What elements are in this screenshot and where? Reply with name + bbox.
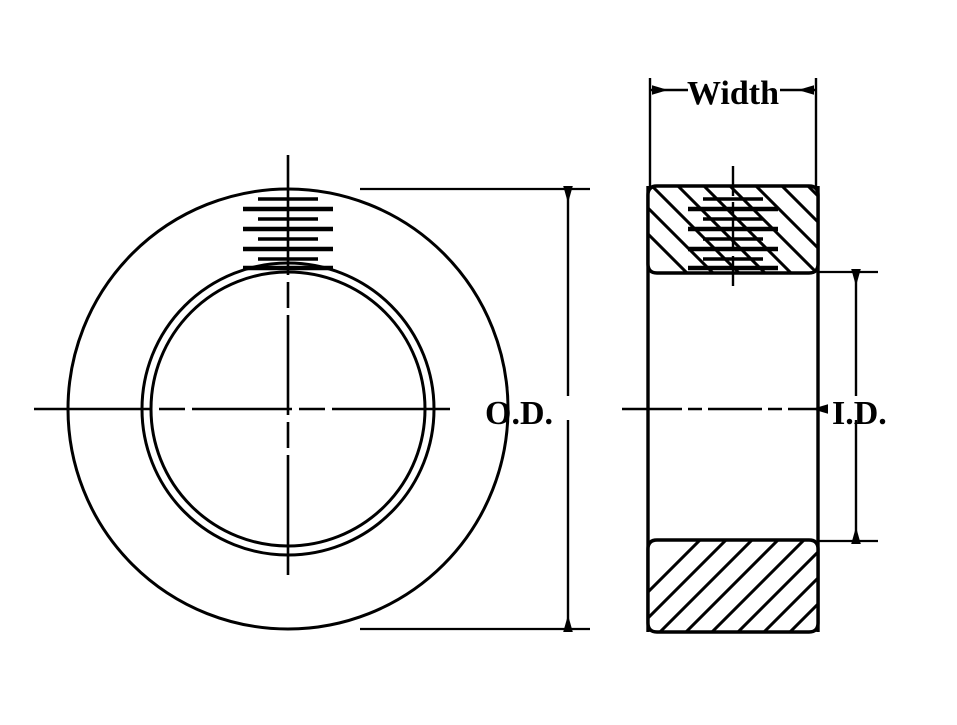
od-label: O.D. [485,395,553,432]
bore-outer-circle [140,261,436,557]
set-screw-thread-section [688,197,778,271]
id-arrowhead-top [851,269,861,286]
width-label: Width [687,75,779,112]
hatch-line [648,540,742,632]
width-arrowhead-right [798,85,814,95]
width-arrowhead-left [652,85,668,95]
hatch-line [648,186,736,273]
section-view [622,166,836,634]
hatch-line [728,186,818,273]
bore-inner-circle [149,270,427,548]
dimension-inside-diameter: I.D. [812,269,887,544]
hatch-line [702,186,818,273]
hatch-line [648,540,768,632]
hatch-line [656,540,818,632]
section-hatching-bottom [648,540,818,632]
id-arrowhead-bottom [851,527,861,544]
hatch-line [734,540,818,632]
front-view [34,155,537,668]
hatch-line [708,540,818,632]
hatch-line [648,186,762,273]
hatch-line [754,186,818,273]
hatch-line [780,186,818,273]
od-arrowhead-bottom [563,615,573,632]
section-block-bottom [646,538,820,634]
id-leader-arrowhead [812,404,828,414]
od-arrowhead-top [563,186,573,203]
set-screw-thread-front [243,197,333,271]
hatch-line [648,540,794,632]
outer-diameter-circle [66,187,510,631]
id-label: I.D. [832,395,887,432]
hatch-line [682,540,818,632]
dimension-outside-diameter: O.D. [360,186,590,632]
dimension-width: Width [648,75,818,190]
